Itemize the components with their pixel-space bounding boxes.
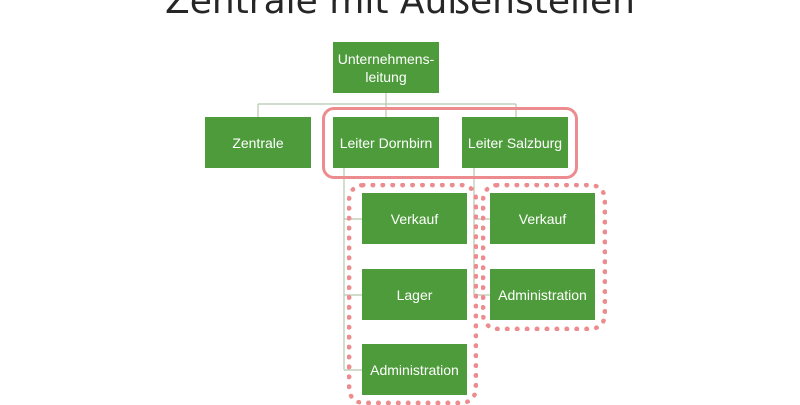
node-dornbirn-administration: Administration <box>362 344 467 395</box>
node-dornbirn-verkauf: Verkauf <box>362 193 467 244</box>
diagram-title: Zentrale mit Außenstellen <box>165 0 635 22</box>
node-salzburg-verkauf: Verkauf <box>490 193 595 244</box>
node-leiter-salzburg: Leiter Salzburg <box>462 117 568 168</box>
node-dornbirn-lager: Lager <box>362 269 467 320</box>
node-leiter-dornbirn: Leiter Dornbirn <box>333 117 439 168</box>
node-salzburg-administration: Administration <box>490 269 595 320</box>
node-zentrale: Zentrale <box>205 117 311 168</box>
node-unternehmensleitung: Unternehmens- leitung <box>333 42 439 93</box>
